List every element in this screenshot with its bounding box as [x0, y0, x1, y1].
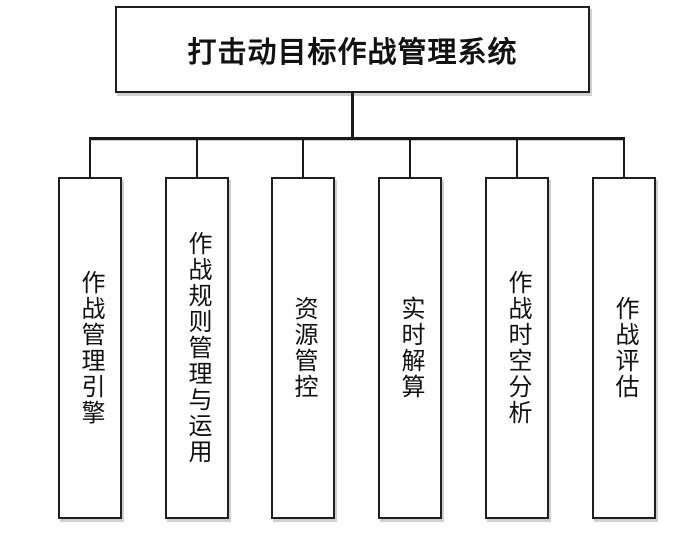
root-node-label: 打击动目标作战管理系统: [187, 36, 518, 69]
connector-drop-3: [302, 139, 304, 177]
child-node-resource-control: 资源管控: [271, 177, 335, 519]
child-node-label: 作战时空分析: [504, 270, 531, 426]
child-node-label: 作战管理引擎: [77, 270, 104, 426]
child-node-combat-assessment: 作战评估: [592, 177, 656, 519]
child-node-combat-management-engine: 作战管理引擎: [58, 177, 122, 519]
connector-drop-2: [196, 139, 198, 177]
child-node-label: 作战规则管理与运用: [184, 231, 211, 465]
child-node-realtime-computation: 实时解算: [378, 177, 442, 519]
child-node-label: 作战评估: [611, 296, 638, 400]
child-node-label: 资源管控: [290, 296, 317, 400]
root-node: 打击动目标作战管理系统: [115, 6, 590, 93]
connector-drop-5: [516, 139, 518, 177]
connector-trunk: [351, 92, 354, 138]
child-node-spatiotemporal-analysis: 作战时空分析: [485, 177, 549, 519]
child-node-combat-rules-management: 作战规则管理与运用: [165, 177, 229, 519]
child-node-label: 实时解算: [397, 296, 424, 400]
connector-drop-6: [623, 139, 625, 177]
connector-drop-4: [409, 139, 411, 177]
connector-bus: [89, 137, 625, 140]
connector-drop-1: [89, 139, 91, 177]
